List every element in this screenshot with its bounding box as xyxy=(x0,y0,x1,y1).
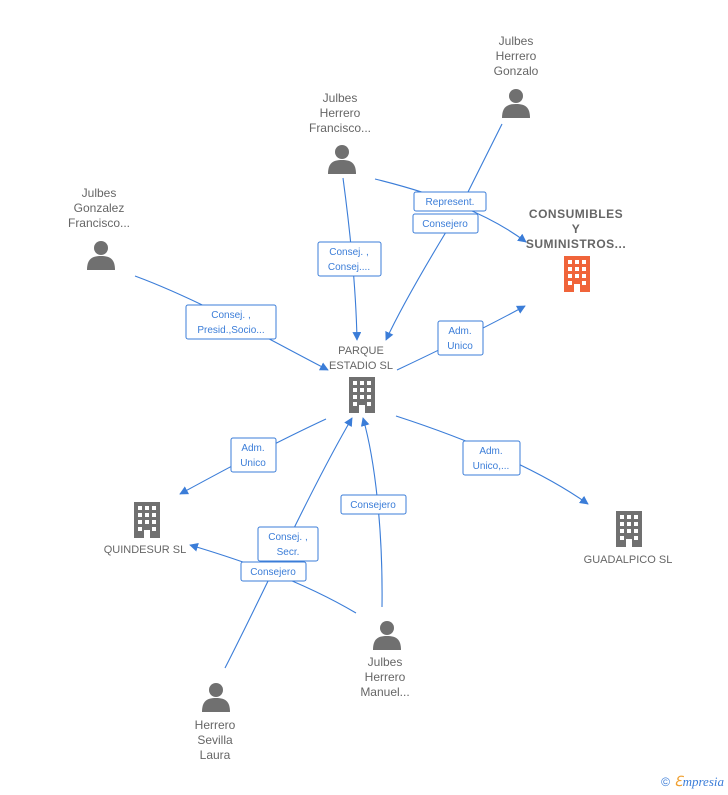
person-icon xyxy=(502,89,530,118)
svg-text:Presid.,Socio...: Presid.,Socio... xyxy=(197,325,264,336)
person-icon xyxy=(87,241,115,270)
svg-text:Julbes: Julbes xyxy=(323,91,358,105)
node-quindesur[interactable]: QUINDESUR SL xyxy=(104,502,187,556)
svg-text:Adm.: Adm. xyxy=(479,446,502,457)
badge-consejero-quindesur[interactable]: Consejero xyxy=(240,561,307,582)
person-icon xyxy=(373,621,401,650)
svg-text:Julbes: Julbes xyxy=(499,34,534,48)
svg-text:CONSUMIBLES: CONSUMIBLES xyxy=(529,207,623,221)
svg-text:ESTADIO SL: ESTADIO SL xyxy=(329,360,393,372)
svg-text:Francisco...: Francisco... xyxy=(68,216,130,230)
svg-text:PARQUE: PARQUE xyxy=(338,345,384,357)
badge-adm-unico-guadalpico[interactable]: Adm. Unico,... xyxy=(462,440,521,476)
building-icon xyxy=(564,256,590,292)
svg-text:Consejero: Consejero xyxy=(350,500,396,511)
badge-consej-secr[interactable]: Consej. , Secr. xyxy=(257,526,319,562)
footer-brand[interactable]: ©ℇmpresia xyxy=(661,774,724,791)
svg-text:Manuel...: Manuel... xyxy=(360,685,409,699)
svg-text:Julbes: Julbes xyxy=(82,186,117,200)
svg-text:Herrero: Herrero xyxy=(195,718,236,732)
node-julbes-herrero-francisco[interactable]: Julbes Herrero Francisco... xyxy=(309,91,371,174)
node-julbes-gonzalez-francisco[interactable]: Julbes Gonzalez Francisco... xyxy=(68,186,130,270)
svg-text:Herrero: Herrero xyxy=(320,106,361,120)
svg-text:Represent.: Represent. xyxy=(426,197,475,208)
svg-text:Herrero: Herrero xyxy=(365,670,406,684)
badge-adm-unico-consumibles[interactable]: Adm. Unico xyxy=(437,320,484,356)
svg-text:Laura: Laura xyxy=(200,748,231,762)
svg-text:Francisco...: Francisco... xyxy=(309,121,371,135)
svg-text:Consej. ,: Consej. , xyxy=(211,310,250,321)
svg-text:Herrero: Herrero xyxy=(496,49,537,63)
node-julbes-herrero-manuel[interactable]: Julbes Herrero Manuel... xyxy=(360,621,410,699)
svg-text:Consejero: Consejero xyxy=(250,567,296,578)
node-consumibles[interactable]: CONSUMIBLES Y SUMINISTROS... xyxy=(526,207,626,292)
svg-text:Y: Y xyxy=(572,222,581,236)
badge-consej-presid[interactable]: Consej. , Presid.,Socio... xyxy=(185,304,277,340)
building-icon xyxy=(134,502,160,538)
svg-text:Unico,...: Unico,... xyxy=(473,461,510,472)
edge-badges: Represent. Consejero Consej. , Consej...… xyxy=(185,191,521,582)
svg-text:Unico: Unico xyxy=(240,458,266,469)
svg-text:Secr.: Secr. xyxy=(277,547,300,558)
node-julbes-herrero-gonzalo[interactable]: Julbes Herrero Gonzalo xyxy=(494,34,539,118)
edge-consejero-to-parque xyxy=(385,231,447,341)
svg-text:Gonzalo: Gonzalo xyxy=(494,64,539,78)
svg-text:Gonzalez: Gonzalez xyxy=(74,201,125,215)
copyright-icon: © xyxy=(661,775,670,789)
edges xyxy=(134,123,589,669)
badge-adm-unico-quindesur[interactable]: Adm. Unico xyxy=(230,437,277,473)
svg-text:Adm.: Adm. xyxy=(448,326,471,337)
badge-consej-consej[interactable]: Consej. , Consej.... xyxy=(317,241,382,277)
badge-consejero-manuel[interactable]: Consejero xyxy=(340,494,407,515)
svg-text:Consej. ,: Consej. , xyxy=(329,247,368,258)
svg-text:Consejero: Consejero xyxy=(422,219,468,230)
person-icon xyxy=(202,683,230,712)
person-icon xyxy=(328,145,356,174)
node-guadalpico[interactable]: GUADALPICO SL xyxy=(584,511,673,566)
brand-initial: ℇ xyxy=(673,775,683,790)
svg-text:Consej. ,: Consej. , xyxy=(268,532,307,543)
building-icon xyxy=(616,511,642,547)
svg-text:SUMINISTROS...: SUMINISTROS... xyxy=(526,237,626,251)
edge-gonzalo-consumibles xyxy=(465,123,503,197)
svg-text:Julbes: Julbes xyxy=(368,655,403,669)
svg-text:QUINDESUR SL: QUINDESUR SL xyxy=(104,544,187,556)
brand-name: mpresia xyxy=(682,774,724,789)
svg-text:Sevilla: Sevilla xyxy=(197,733,233,747)
svg-text:Adm.: Adm. xyxy=(241,443,264,454)
svg-text:GUADALPICO SL: GUADALPICO SL xyxy=(584,554,673,566)
node-herrero-sevilla-laura[interactable]: Herrero Sevilla Laura xyxy=(195,683,236,762)
building-icon xyxy=(349,377,375,413)
node-parque-estadio[interactable]: PARQUE ESTADIO SL xyxy=(329,345,393,413)
badge-consejero-top[interactable]: Consejero xyxy=(412,213,479,234)
svg-text:Consej....: Consej.... xyxy=(328,262,370,273)
svg-text:Unico: Unico xyxy=(447,341,473,352)
badge-represent[interactable]: Represent. xyxy=(413,191,487,212)
